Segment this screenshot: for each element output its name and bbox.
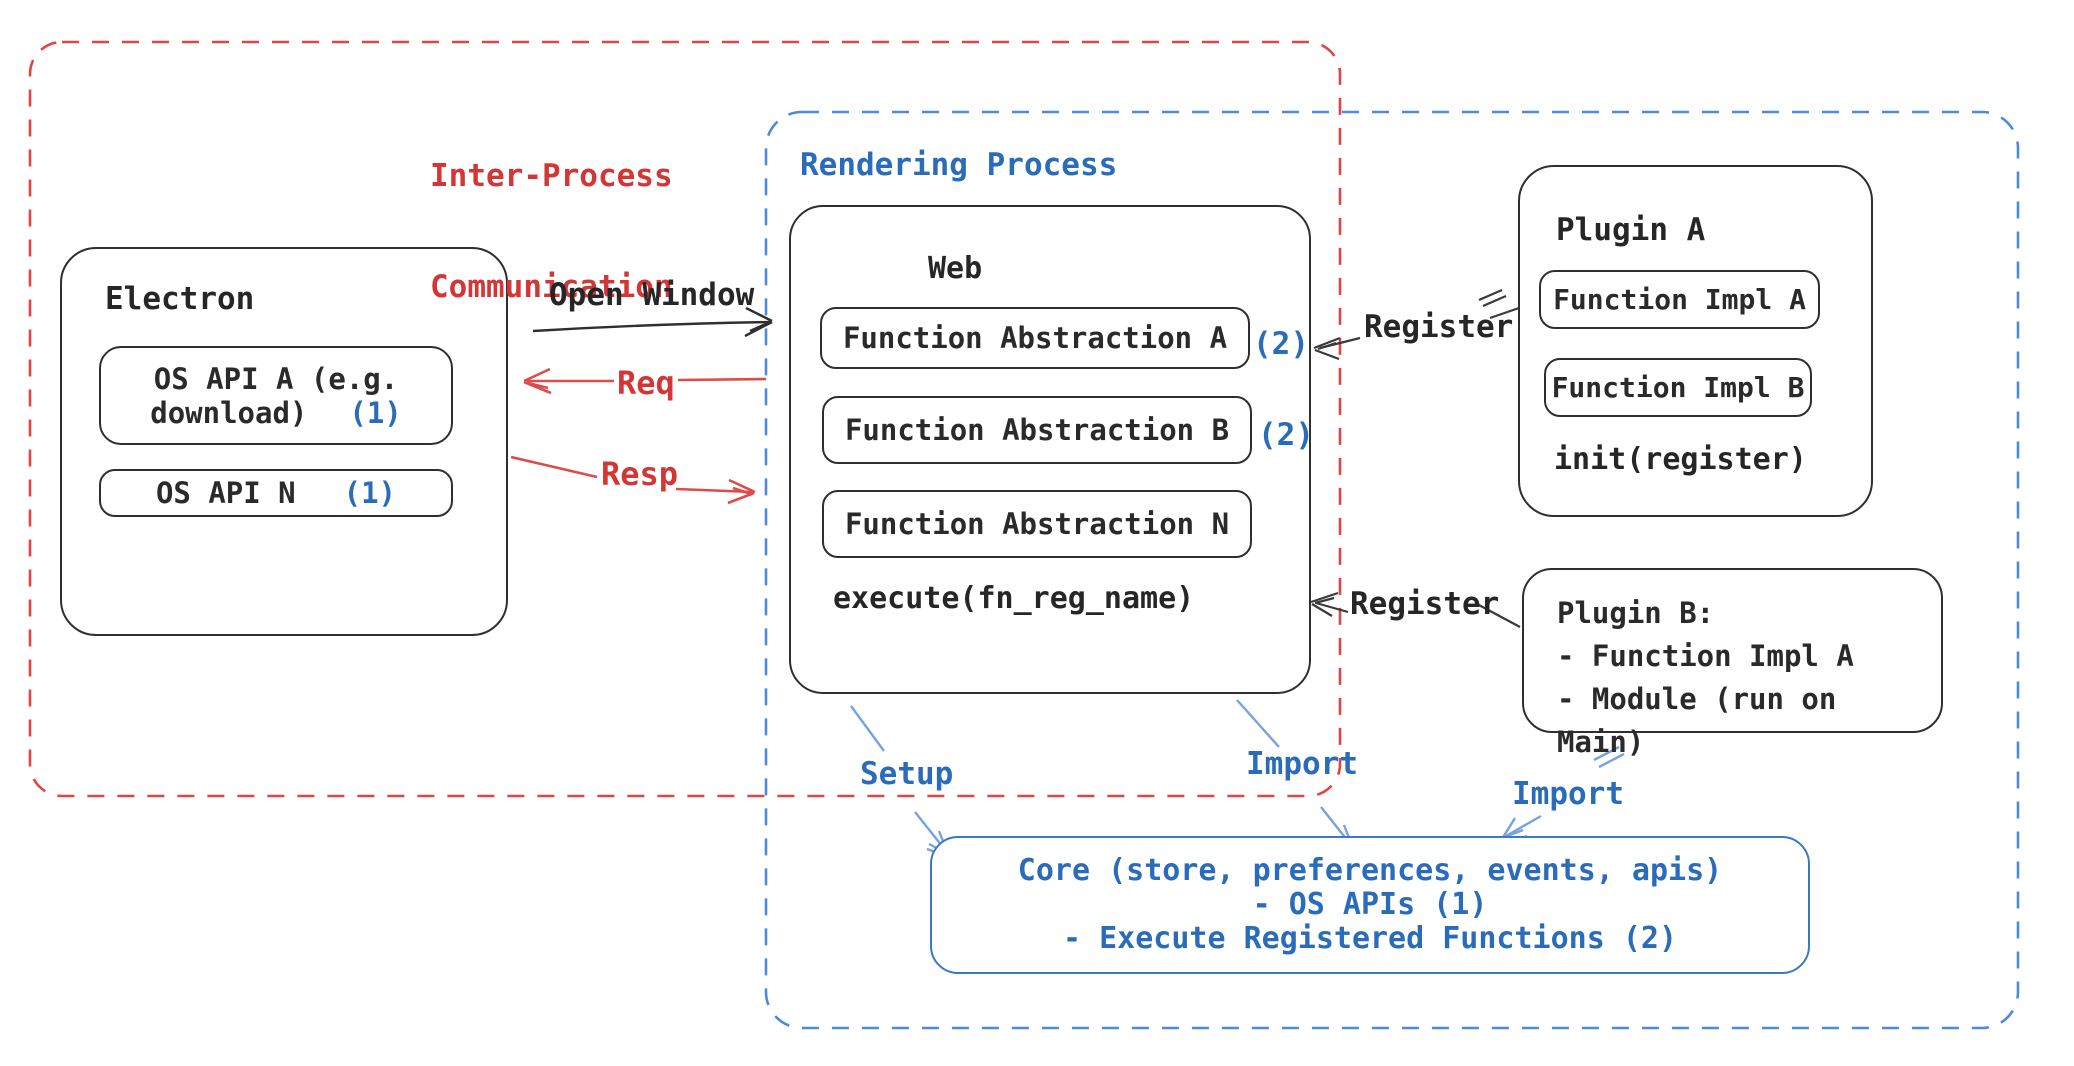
rendering-process-label: Rendering Process xyxy=(800,147,1118,183)
import-plugin-arrow xyxy=(1500,745,1625,845)
core-line2: - OS APIs (1) xyxy=(1252,887,1488,922)
register-bottom-arrow xyxy=(1310,591,1521,628)
register-top-arrow xyxy=(1313,288,1520,361)
plugin-b-item2: - Module (run on Main) xyxy=(1557,682,1837,759)
core-box: Core (store, preferences, events, apis) … xyxy=(930,836,1810,974)
open-window-arrow xyxy=(532,306,773,338)
req-label: Req xyxy=(617,364,675,402)
ipc-label-line1: Inter-Process xyxy=(430,158,673,194)
os-api-a-line1: OS API A (e.g. xyxy=(153,361,399,396)
req-arrow xyxy=(523,367,767,395)
ipc-label: Inter-Process Communication xyxy=(430,84,673,380)
function-abstraction-b-badge: (2) xyxy=(1258,417,1314,453)
register-bottom-label: Register xyxy=(1350,586,1500,622)
import-web-label: Import xyxy=(1246,746,1358,782)
os-api-a-box: OS API A (e.g. download) (1) xyxy=(99,346,453,445)
function-abstraction-b-box: Function Abstraction B xyxy=(822,396,1252,464)
rendering-boundary xyxy=(764,110,2020,1030)
plugin-a-init-label: init(register) xyxy=(1554,442,1807,477)
os-api-a-badge: (1) xyxy=(349,395,402,430)
plugin-b-title: Plugin B: xyxy=(1557,596,1715,630)
plugin-b-item1: - Function Impl A xyxy=(1557,639,1854,673)
setup-label: Setup xyxy=(860,756,954,792)
ipc-label-line2: Communication xyxy=(430,269,673,305)
core-line3: - Execute Registered Functions (2) xyxy=(1062,921,1678,956)
web-execute-label: execute(fn_reg_name) xyxy=(833,581,1195,616)
function-abstraction-b-label: Function Abstraction B xyxy=(844,413,1230,447)
plugin-b-box: Plugin B: - Function Impl A - Module (ru… xyxy=(1522,568,1943,759)
function-abstraction-n-box: Function Abstraction N xyxy=(822,490,1252,558)
open-window-label: Open Window xyxy=(549,277,755,313)
function-impl-a-label: Function Impl A xyxy=(1553,283,1806,316)
function-impl-b-label: Function Impl B xyxy=(1551,371,1805,404)
function-abstraction-a-box: Function Abstraction A xyxy=(820,307,1250,369)
function-impl-a-box: Function Impl A xyxy=(1539,270,1820,329)
os-api-n-box: OS API N (1) xyxy=(99,469,453,517)
function-abstraction-a-label: Function Abstraction A xyxy=(842,321,1228,355)
function-abstraction-n-label: Function Abstraction N xyxy=(844,507,1230,541)
plugin-a-title: Plugin A xyxy=(1556,212,1706,248)
os-api-n-label: OS API N xyxy=(155,476,296,510)
os-api-n-badge: (1) xyxy=(343,476,397,510)
import-plugin-label: Import xyxy=(1512,776,1624,812)
resp-label: Resp xyxy=(601,455,679,493)
core-line1: Core (store, preferences, events, apis) xyxy=(1017,853,1723,888)
os-api-a-line2: download) xyxy=(150,395,308,430)
function-impl-b-box: Function Impl B xyxy=(1544,358,1812,417)
web-title: Web xyxy=(928,251,983,286)
electron-title: Electron xyxy=(105,281,255,317)
plugin-a-box xyxy=(1518,165,1873,517)
function-abstraction-a-badge: (2) xyxy=(1253,326,1309,362)
register-top-label: Register xyxy=(1364,309,1514,345)
resp-arrow xyxy=(510,455,756,505)
